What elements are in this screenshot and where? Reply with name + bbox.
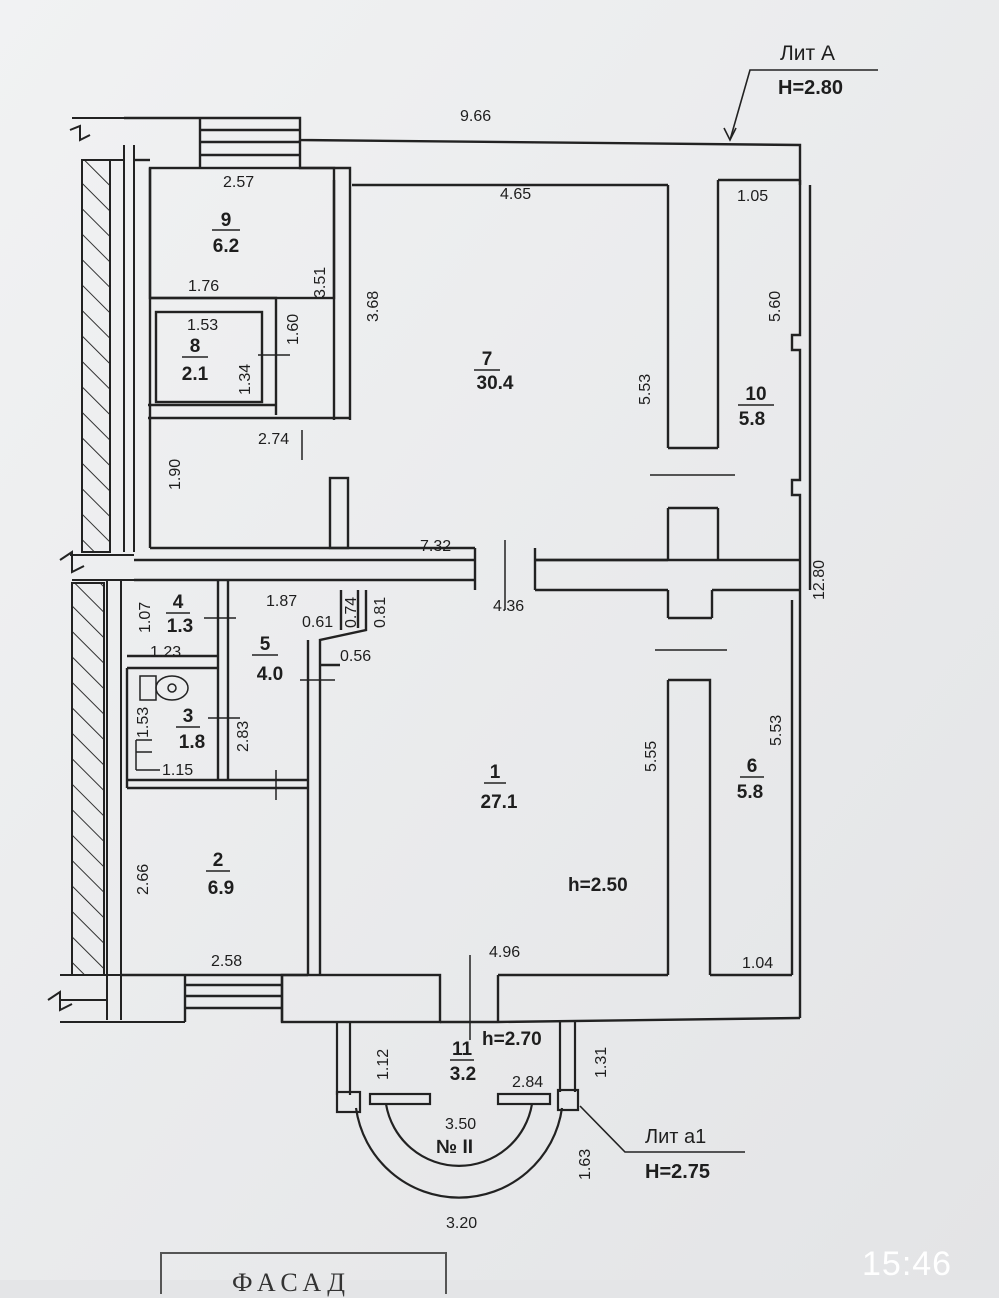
dimension-labels-vertical: 3.51 3.68 5.60 1.60 1.34 5.53 1.90 12.80… (135, 267, 828, 1180)
dim-label: 1.53 (187, 317, 218, 334)
dim-label: 1.53 (135, 707, 152, 738)
annex-label: Лит а1 (645, 1126, 706, 1148)
dim-label: 5.53 (637, 374, 654, 405)
room-number: 8 (190, 336, 201, 357)
room-number: 3 (183, 706, 194, 727)
dim-label: 0.61 (302, 614, 333, 631)
dim-label: 2.84 (512, 1074, 543, 1091)
main-building-height: H=2.80 (778, 77, 843, 99)
room-area: 27.1 (481, 792, 518, 813)
dim-label: 3.68 (365, 291, 382, 322)
dim-label: 4.36 (493, 598, 524, 615)
dim-label: 2.57 (223, 174, 254, 191)
room-number: 5 (260, 634, 271, 655)
room-number: 6 (747, 756, 758, 777)
dim-label: 9.66 (460, 108, 491, 125)
room-number: 4 (173, 592, 184, 613)
room-area: 6.9 (208, 878, 234, 899)
dim-label: 1.76 (188, 278, 219, 295)
dim-label: 3.20 (446, 1215, 477, 1232)
room-area: 5.8 (739, 409, 765, 430)
annex-height: H=2.75 (645, 1161, 710, 1183)
dim-label: 1.60 (285, 314, 302, 345)
leader-lines (579, 69, 878, 1153)
dimension-labels: 9.66 2.57 4.65 1.05 1.76 1.53 2.74 7.32 … (150, 108, 773, 1232)
dim-label: 0.74 (343, 597, 360, 628)
main-building-label: Лит А (780, 42, 835, 65)
dim-label: 4.96 (489, 944, 520, 961)
dim-label: 1.87 (266, 593, 297, 610)
facade-title: ФАСАД (232, 1268, 351, 1297)
room-number: 10 (745, 384, 766, 405)
interior-walls (125, 166, 800, 975)
room-area: 4.0 (257, 664, 283, 685)
facade-title-box: ФАСАД (160, 1252, 447, 1297)
dim-label: 4.65 (500, 186, 531, 203)
ceiling-height-room11: h=2.70 (482, 1029, 542, 1050)
room-area: 30.4 (477, 373, 514, 394)
dim-label: 3.50 (445, 1116, 476, 1133)
left-wall-hatch-lower (71, 582, 105, 976)
room-area: 6.2 (213, 236, 239, 257)
dim-label: 0.56 (340, 648, 371, 665)
room-number: 11 (452, 1039, 473, 1060)
dim-label: 1.34 (237, 364, 254, 395)
toilet-icon (139, 675, 189, 701)
dim-label: 12.80 (811, 560, 828, 600)
dim-label: 1.12 (375, 1049, 392, 1080)
outer-walls (121, 116, 812, 1024)
dim-label: 1.05 (737, 188, 768, 205)
dim-label: 1.90 (167, 459, 184, 490)
dim-label: 5.55 (643, 741, 660, 772)
room-area: 1.8 (179, 732, 205, 753)
dim-label: 1.31 (593, 1047, 610, 1078)
unit-label: № II (436, 1137, 473, 1158)
left-wall-hatch-upper (81, 159, 111, 553)
dim-label: 0.81 (372, 597, 389, 628)
room-labels: 9 6.2 8 2.1 7 30.4 10 5.8 4 1.3 5 4.0 3 … (166, 210, 774, 1085)
room-number: 1 (490, 762, 501, 783)
dim-label: 3.51 (312, 267, 329, 298)
dim-label: 7.32 (420, 538, 451, 555)
ceiling-height-room1: h=2.50 (568, 875, 628, 896)
room-area: 2.1 (182, 364, 209, 385)
dim-label: 1.07 (137, 602, 154, 633)
dim-label: 5.53 (768, 715, 785, 746)
dim-label: 2.83 (235, 721, 252, 752)
annex-outline (335, 1022, 580, 1199)
dim-label: 2.74 (258, 431, 289, 448)
room-number: 7 (482, 349, 493, 370)
dim-label: 1.04 (742, 955, 773, 972)
room-area: 1.3 (167, 616, 193, 637)
room-number: 9 (221, 210, 232, 231)
dim-label: 2.66 (135, 864, 152, 895)
left-wall-lines (47, 117, 185, 1023)
dim-label: 5.60 (767, 291, 784, 322)
room-area: 5.8 (737, 782, 763, 803)
dim-label: 2.58 (211, 953, 242, 970)
dim-label: 1.23 (150, 644, 181, 661)
dim-label: 1.15 (162, 762, 193, 779)
room-number: 2 (213, 850, 224, 871)
dim-label: 1.63 (577, 1149, 594, 1180)
status-clock: 15:46 (862, 1245, 953, 1283)
door-marks (135, 354, 735, 1040)
room-area: 3.2 (450, 1064, 476, 1085)
